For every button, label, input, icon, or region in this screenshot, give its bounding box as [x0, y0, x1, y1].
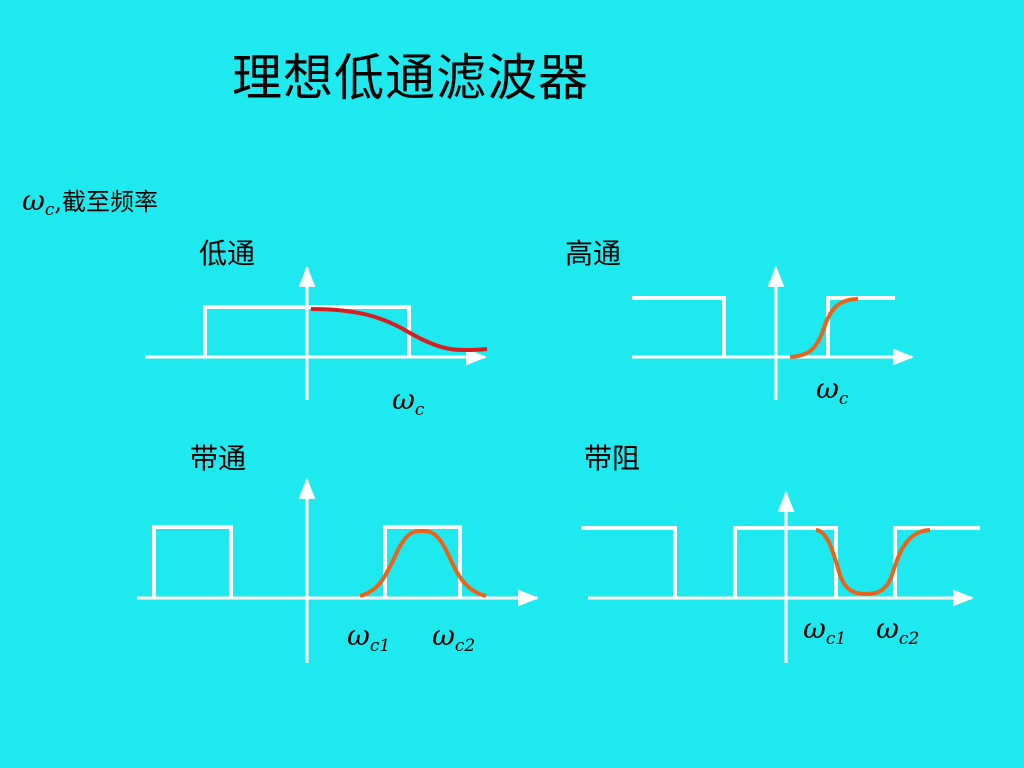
bandpass-label: 带通 [190, 442, 247, 475]
highpass-real-response [789, 297, 859, 359]
cutoff-frequency-text: 截至频率 [62, 188, 159, 216]
bandpass-cutoff-mark-1: ωc1 [347, 619, 390, 656]
lowpass-diagram: ωc [145, 265, 488, 420]
bandpass-cutoff-mark-2: ωc2 [432, 619, 475, 656]
bandstop-cutoff-mark-2: ωc2 [876, 612, 919, 649]
lowpass-cutoff-mark: ωc [392, 383, 425, 420]
lowpass-real-response [310, 307, 488, 353]
slide-title: 理想低通滤波器 [232, 49, 589, 107]
bandstop-cutoff-mark-1: ωc1 [803, 612, 846, 649]
bandstop-diagram: ωc1 ωc2 [581, 490, 980, 663]
bandstop-ideal-response-right [893, 526, 980, 598]
highpass-ideal-response-right [826, 296, 895, 357]
bandpass-diagram: ωc1 ωc2 [137, 477, 540, 663]
separator: , [54, 188, 63, 216]
bandstop-label: 带阻 [584, 442, 641, 475]
bandstop-ideal-response-left [581, 526, 677, 598]
highpass-label: 高通 [565, 237, 622, 270]
omega-symbol: ω [22, 184, 45, 217]
bandpass-ideal-response-left [152, 525, 233, 598]
omega-subscript: c [44, 200, 55, 220]
bandstop-real-response [815, 528, 931, 597]
lowpass-label: 低通 [199, 237, 256, 270]
bandpass-real-response [359, 528, 487, 598]
cutoff-frequency-note: ωc,截至频率 [22, 182, 159, 220]
bandpass-ideal-response-right [383, 525, 462, 598]
highpass-cutoff-mark: ωc [816, 372, 849, 409]
highpass-diagram: ωc [632, 265, 915, 409]
highpass-ideal-response-left [632, 296, 726, 357]
